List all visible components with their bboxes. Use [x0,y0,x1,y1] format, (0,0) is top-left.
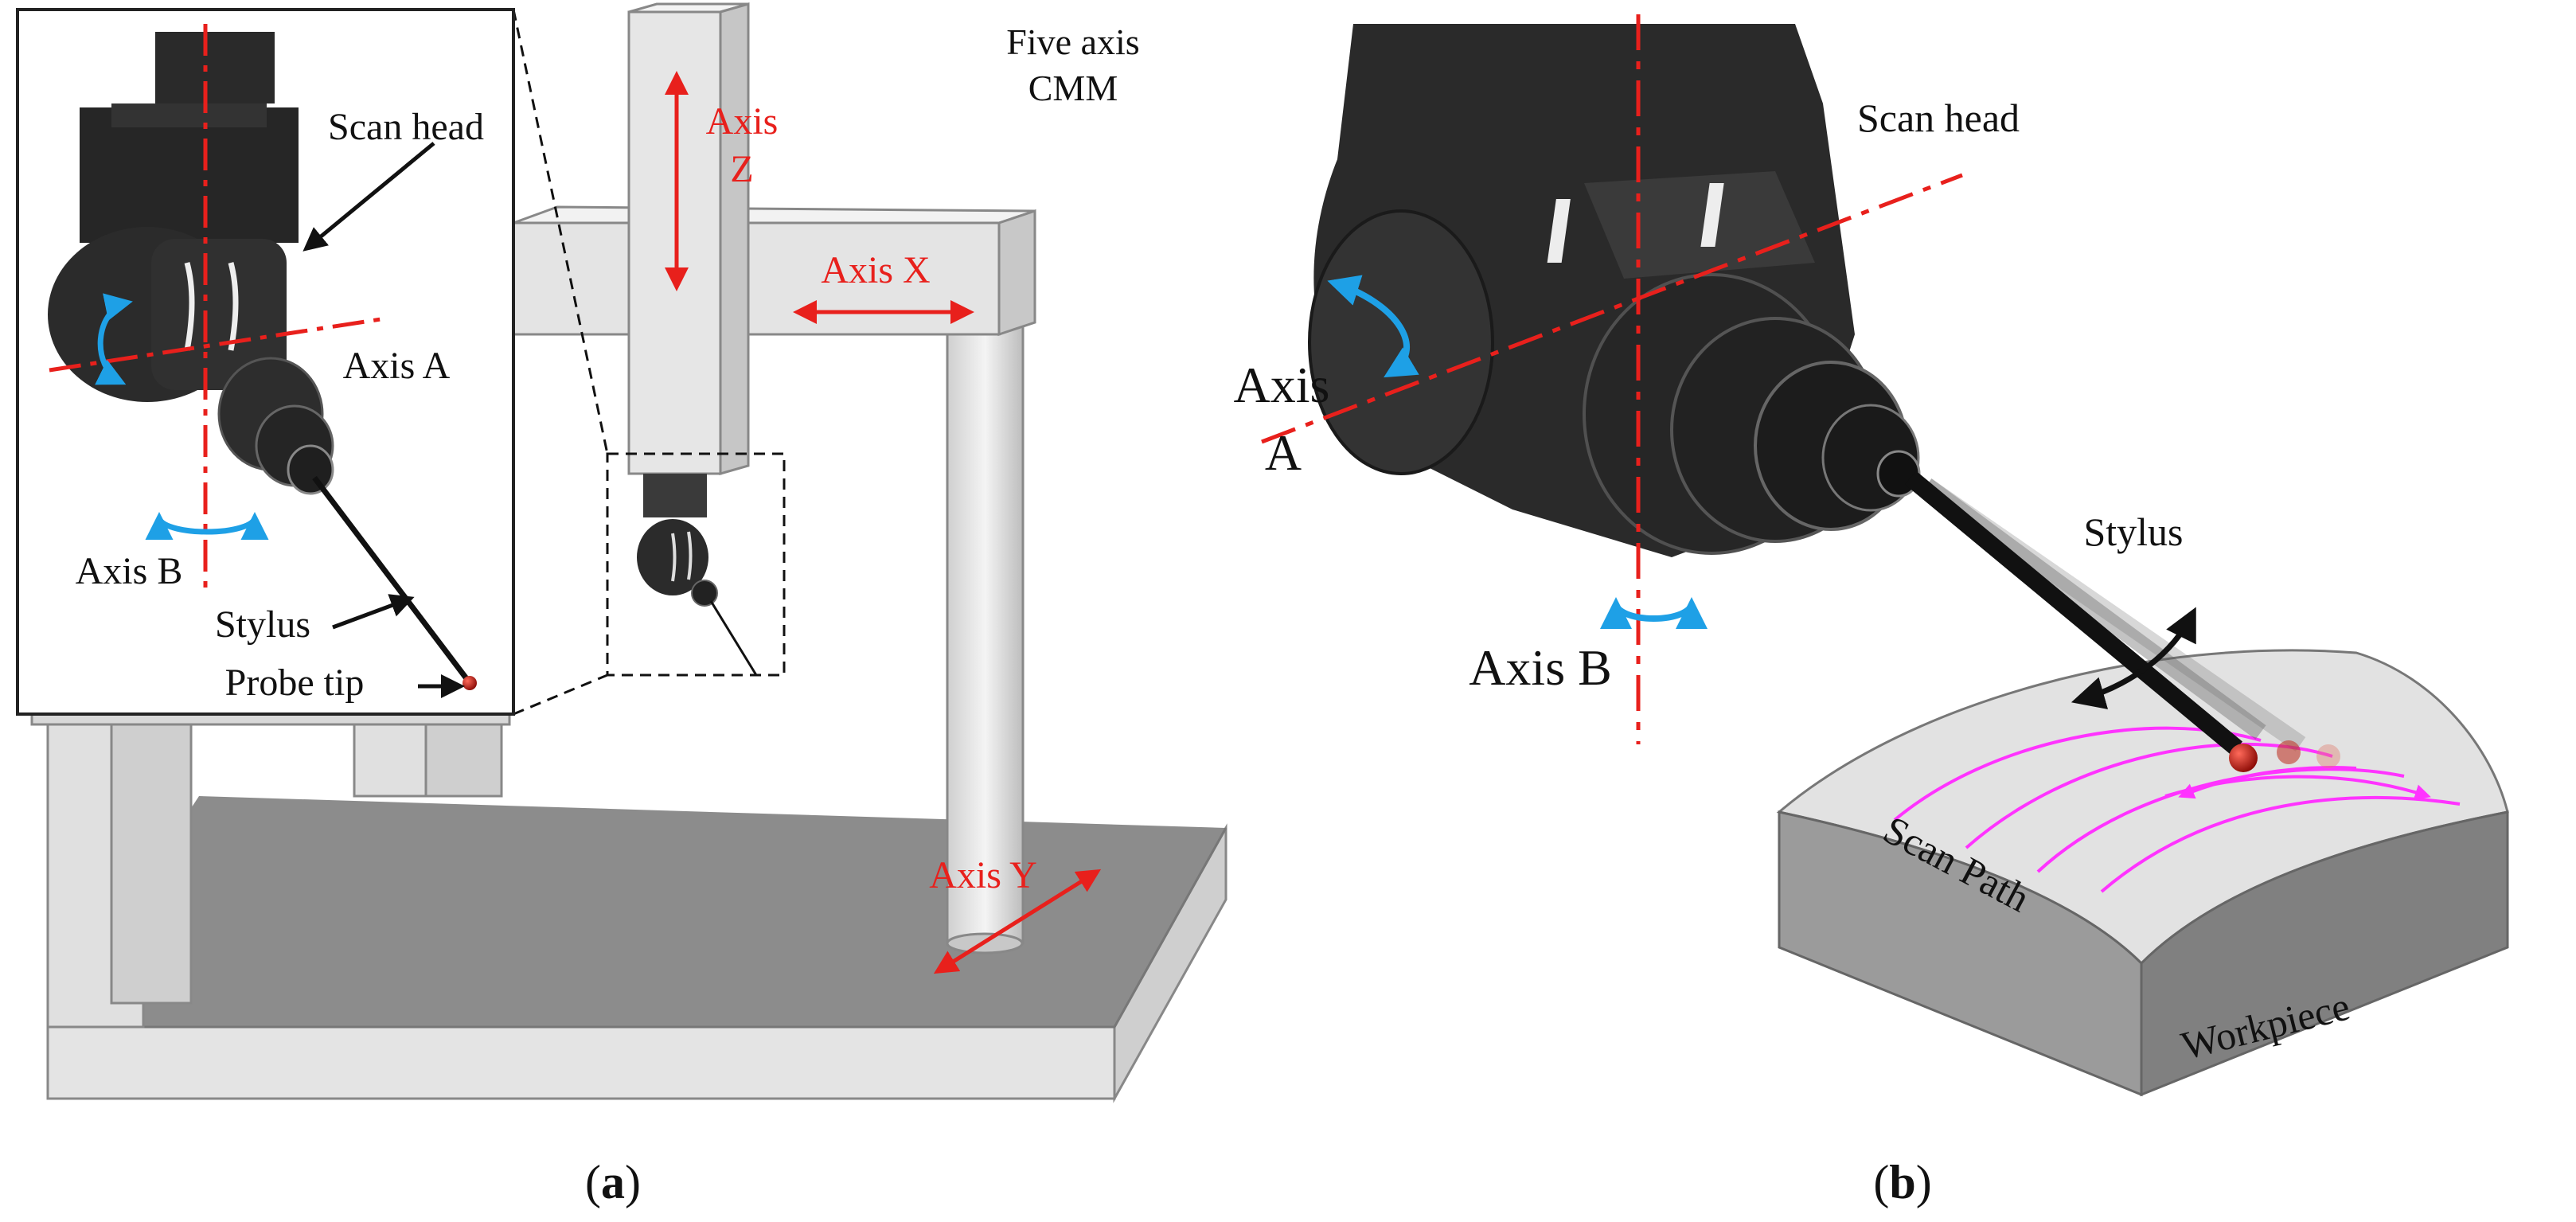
panel-b-axis-a-label-2: A [1265,424,1302,481]
axis-z-label-1: Axis [706,100,779,143]
panel-a-caption: (a) [585,1156,641,1208]
zoom-leader-bottom [513,673,608,716]
panel-b: Scan head Axis A Axis B Stylus Scan Path… [1234,14,2509,1208]
inset-stylus-label: Stylus [215,603,310,646]
axis-x-label: Axis X [821,249,930,291]
inset-axis-a-label: Axis A [343,345,451,387]
title-cmm: CMM [1028,68,1118,108]
panel-b-axis-b-rotation-icon [1600,597,1708,630]
scan-path-curves [1893,726,2461,893]
small-scan-head [637,474,758,676]
zoom-box [606,452,786,677]
axis-a-centerline [1261,173,1963,444]
stylus-motion-icon [2071,607,2196,709]
cmm-bridge [512,205,1036,337]
large-scan-head [1308,24,1921,557]
zoom-leader-top [512,9,609,455]
cmm-z-ram [627,2,750,475]
axis-y-label: Axis Y [929,854,1037,896]
axis-y-arrow [933,869,1102,974]
panel-a: Five axis CMM Axis Z Axis X Axis Y [16,2,1228,1208]
axis-b-rotation-icon [145,512,269,541]
cmm-table [46,796,1228,1103]
title-five-axis: Five axis [1006,21,1139,62]
panel-b-axis-a-label-1: Axis [1234,357,1330,413]
panel-b-caption: (b) [1873,1156,1931,1208]
panel-b-scan-head-label: Scan head [1857,96,2020,140]
axis-z-label-2: Z [730,148,753,190]
inset-detail: Scan head Axis A Axis B Stylus Probe tip [16,8,515,716]
panel-b-axis-b-label: Axis B [1469,639,1612,696]
panel-b-stylus-label: Stylus [2083,509,2183,554]
inset-scan-head-label: Scan head [328,106,484,148]
axis-a-rotation-icon [95,293,133,385]
probe-tip-ball [463,676,477,690]
workpiece [1776,649,2509,1097]
panel-b-axis-a-rotation-icon [1327,275,1419,378]
inset-axis-b-label: Axis B [76,550,183,592]
inset-probe-tip-label: Probe tip [225,662,365,704]
stylus-probe-ball [2229,744,2258,772]
